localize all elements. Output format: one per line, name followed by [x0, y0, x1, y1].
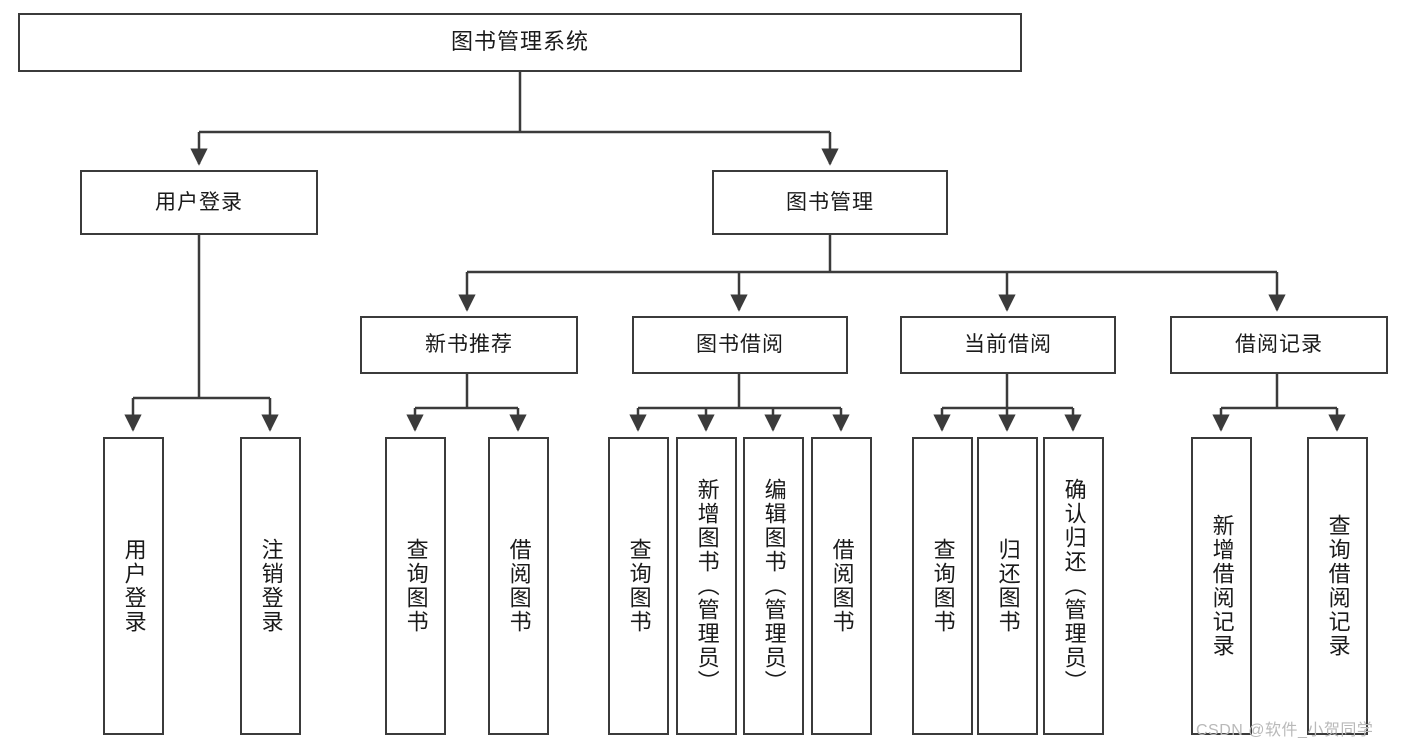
- leaf-logout[interactable]: 注销登录: [240, 437, 301, 735]
- node-current-borrow[interactable]: 当前借阅: [900, 316, 1116, 374]
- node-label: 新书推荐: [425, 333, 513, 357]
- node-user-login[interactable]: 用户登录: [80, 170, 318, 235]
- leaf-query-borrow-record[interactable]: 查询借阅记录: [1307, 437, 1368, 735]
- node-root-system[interactable]: 图书管理系统: [18, 13, 1022, 72]
- node-label: 图书借阅: [696, 333, 784, 357]
- leaf-borrow-books[interactable]: 借阅图书: [811, 437, 872, 735]
- leaf-label: 查询图书: [403, 538, 429, 634]
- leaf-label: 用户登录: [121, 538, 147, 634]
- leaf-query-books-recommend[interactable]: 查询图书: [385, 437, 446, 735]
- node-label: 图书管理: [786, 190, 874, 214]
- leaf-query-books-borrow[interactable]: 查询图书: [608, 437, 669, 735]
- node-label: 当前借阅: [964, 333, 1052, 357]
- leaf-confirm-return-admin[interactable]: 确认归还（管理员）: [1043, 437, 1104, 735]
- leaf-label: 新增借阅记录: [1209, 514, 1235, 658]
- leaf-add-borrow-record[interactable]: 新增借阅记录: [1191, 437, 1252, 735]
- leaf-label: 借阅图书: [829, 538, 855, 634]
- node-book-borrow[interactable]: 图书借阅: [632, 316, 848, 374]
- node-label: 图书管理系统: [450, 29, 589, 55]
- node-book-management[interactable]: 图书管理: [712, 170, 948, 235]
- leaf-label: 查询图书: [930, 538, 956, 634]
- leaf-label: 借阅图书: [506, 538, 532, 634]
- leaf-label: 编辑图书（管理员）: [761, 478, 787, 694]
- leaf-user-login[interactable]: 用户登录: [103, 437, 164, 735]
- node-label: 用户登录: [155, 190, 243, 214]
- leaf-edit-book-admin[interactable]: 编辑图书（管理员）: [743, 437, 804, 735]
- node-borrow-records[interactable]: 借阅记录: [1170, 316, 1388, 374]
- node-label: 借阅记录: [1235, 333, 1323, 357]
- leaf-label: 新增图书（管理员）: [694, 478, 720, 694]
- leaf-label: 查询借阅记录: [1325, 514, 1351, 658]
- csdn-watermark: CSDN @软件_小贺同学: [1196, 722, 1374, 739]
- leaf-add-book-admin[interactable]: 新增图书（管理员）: [676, 437, 737, 735]
- leaf-label: 注销登录: [258, 538, 284, 634]
- node-new-book-recommend[interactable]: 新书推荐: [360, 316, 578, 374]
- leaf-query-books-current[interactable]: 查询图书: [912, 437, 973, 735]
- leaf-label: 查询图书: [626, 538, 652, 634]
- leaf-return-books[interactable]: 归还图书: [977, 437, 1038, 735]
- leaf-label: 归还图书: [995, 538, 1021, 634]
- leaf-borrow-books-recommend[interactable]: 借阅图书: [488, 437, 549, 735]
- leaf-label: 确认归还（管理员）: [1061, 478, 1087, 694]
